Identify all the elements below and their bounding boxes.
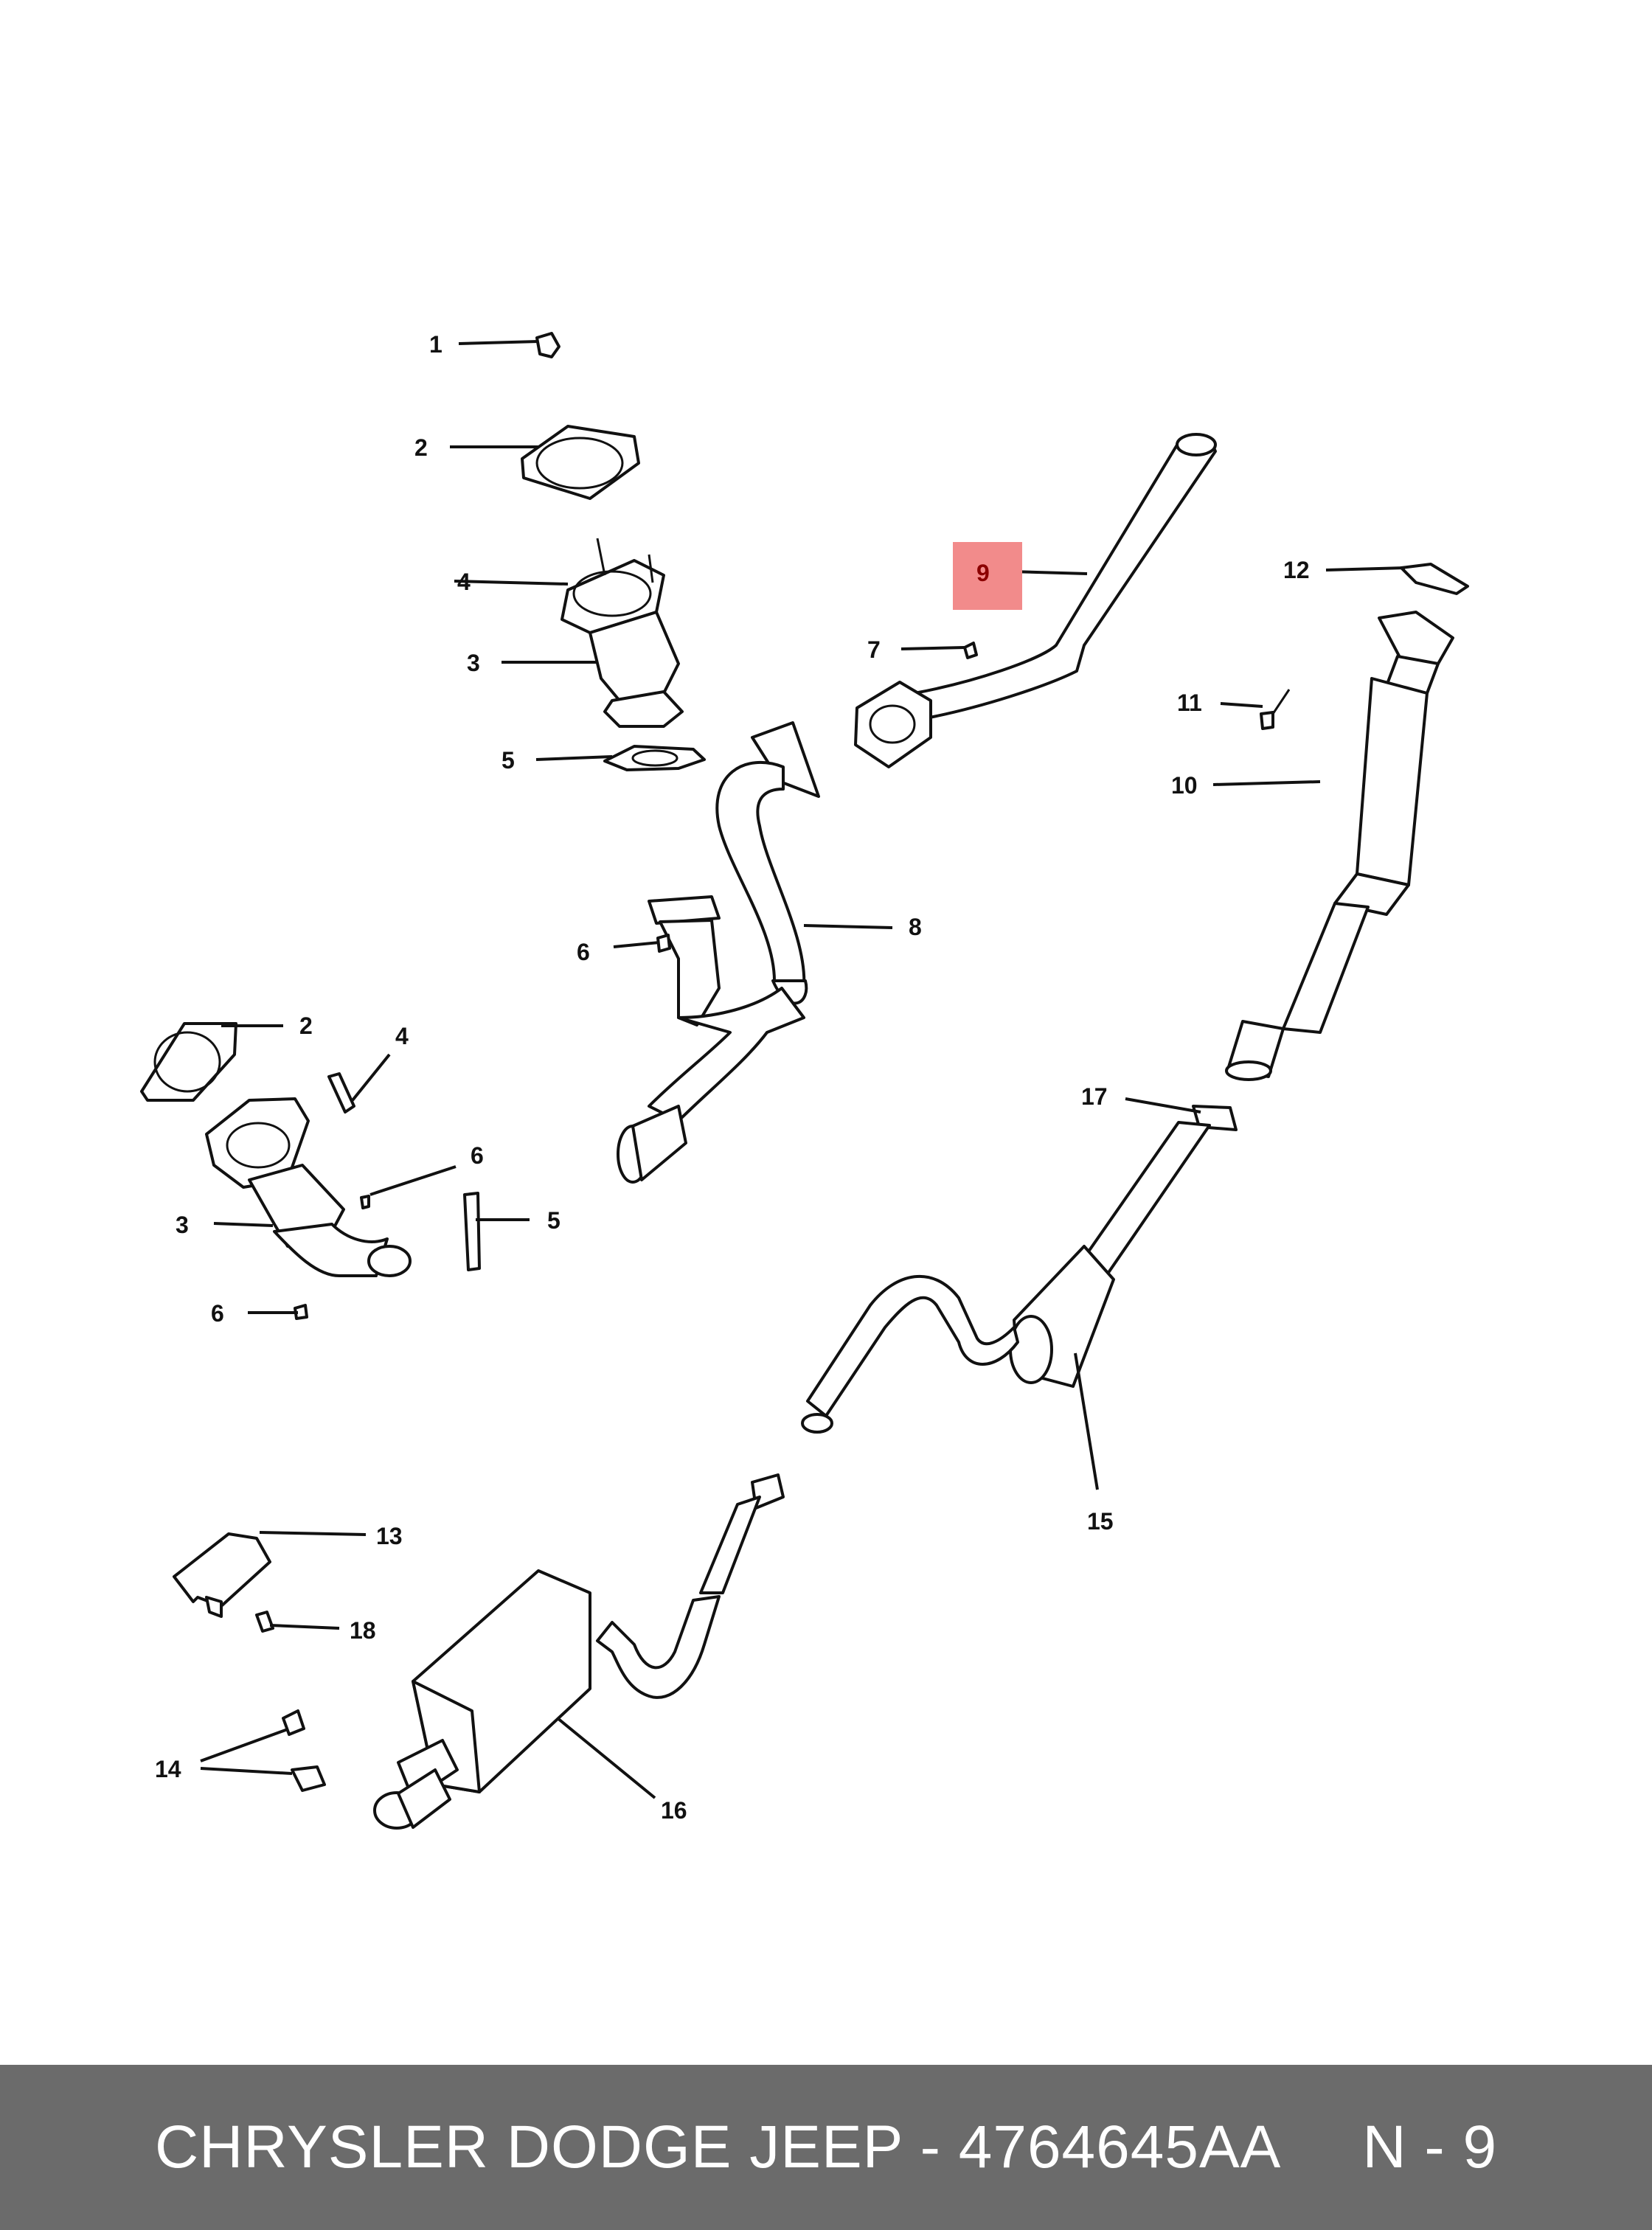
callout-10: 10	[1171, 772, 1198, 799]
part-8-y-pipe	[617, 721, 893, 1184]
part-18-isolator	[255, 1611, 340, 1633]
callout-16: 16	[661, 1797, 687, 1824]
callout-6-middle: 6	[577, 939, 590, 965]
part-4-stud-lower	[327, 1053, 391, 1114]
footer-reference: N - 9	[1362, 2113, 1498, 2181]
part-6-stud-middle	[613, 934, 671, 953]
callout-15: 15	[1087, 1508, 1114, 1535]
callout-11: 11	[1177, 690, 1202, 716]
callout-12: 12	[1283, 557, 1310, 583]
callout-3-lower: 3	[176, 1212, 189, 1238]
part-2-gasket-upper	[450, 425, 640, 500]
part-7-bolt	[900, 642, 978, 659]
callout-13: 13	[376, 1523, 403, 1549]
callout-4-lower: 4	[395, 1023, 409, 1049]
part-3-converter-upper	[454, 538, 684, 728]
part-1-nut	[458, 332, 560, 358]
callout-2-upper: 2	[414, 434, 428, 461]
highlight-box-9	[953, 542, 1022, 610]
part-5-gasket-upper	[535, 745, 706, 771]
callout-7: 7	[867, 636, 881, 663]
callout-18: 18	[350, 1617, 376, 1644]
callout-9: 9	[976, 560, 990, 586]
footer-brand-part-number: CHRYSLER DODGE JEEP - 4764645AA	[154, 2113, 1282, 2181]
callout-8: 8	[909, 914, 922, 940]
footer-bar: CHRYSLER DODGE JEEP - 4764645AA N - 9	[0, 2065, 1652, 2230]
part-5-gasket-lower	[463, 1192, 530, 1271]
callout-6-lower-a: 6	[211, 1300, 224, 1327]
part-16-muffler	[373, 1473, 785, 1830]
callout-3-upper: 3	[467, 650, 480, 676]
callout-17: 17	[1081, 1083, 1108, 1110]
part-6-stud-lower-a	[248, 1304, 308, 1320]
callout-6-lower-b: 6	[471, 1142, 484, 1169]
part-3-converter-lower	[205, 1097, 412, 1277]
part-2-gasket-lower	[140, 1022, 283, 1102]
callout-1: 1	[429, 331, 442, 358]
part-9-intermediate-pipe	[854, 433, 1217, 768]
part-14-hangers	[200, 1709, 326, 1792]
callout-5-upper: 5	[502, 747, 515, 774]
part-6-stud-lower-b	[360, 1165, 457, 1209]
callout-4-upper: 4	[457, 569, 471, 595]
part-10-converter	[1212, 611, 1454, 1081]
part-12-gasket	[1325, 563, 1469, 595]
part-15-resonator	[801, 1121, 1211, 1490]
callout-14: 14	[155, 1756, 181, 1782]
callout-2-lower: 2	[299, 1012, 313, 1039]
callout-5-lower: 5	[547, 1207, 560, 1234]
part-11-bolt	[1220, 689, 1291, 730]
exhaust-system-diagram: 1 2 4 3 5 6 8 7 9 12 11 10 2 4 6 3 5 6 1…	[140, 331, 1469, 1830]
part-13-bracket	[173, 1531, 367, 1618]
